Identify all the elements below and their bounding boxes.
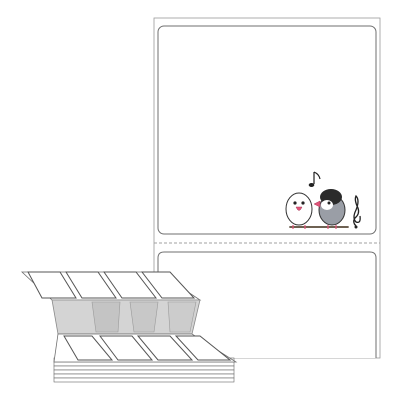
fanfold-top-strip: [20, 271, 202, 301]
fanfold-label-top-2: [65, 271, 117, 299]
fanfold-label-top-3: [103, 271, 158, 299]
label-1: [157, 25, 377, 235]
white-bird-icon: [285, 192, 313, 229]
fanfold-label-top-1: [27, 271, 77, 299]
fanfold-bottom-stack: [53, 333, 238, 383]
fanfold-stack: [20, 271, 238, 383]
fanfold-label-bottom-1: [63, 335, 114, 361]
fanfold-fold-section: [51, 299, 201, 335]
treble-clef-icon: [353, 194, 361, 229]
fanfold-label-bottom-3: [136, 335, 194, 361]
music-note-icon: [308, 171, 321, 187]
fanfold-label-bottom-2: [99, 335, 154, 361]
label-2: [157, 251, 377, 358]
fanfold-label-top-4: [140, 271, 196, 299]
bird-illustration: [285, 171, 361, 229]
gray-bird-icon: [313, 189, 346, 229]
fanfold-label-bottom-4: [174, 335, 232, 361]
